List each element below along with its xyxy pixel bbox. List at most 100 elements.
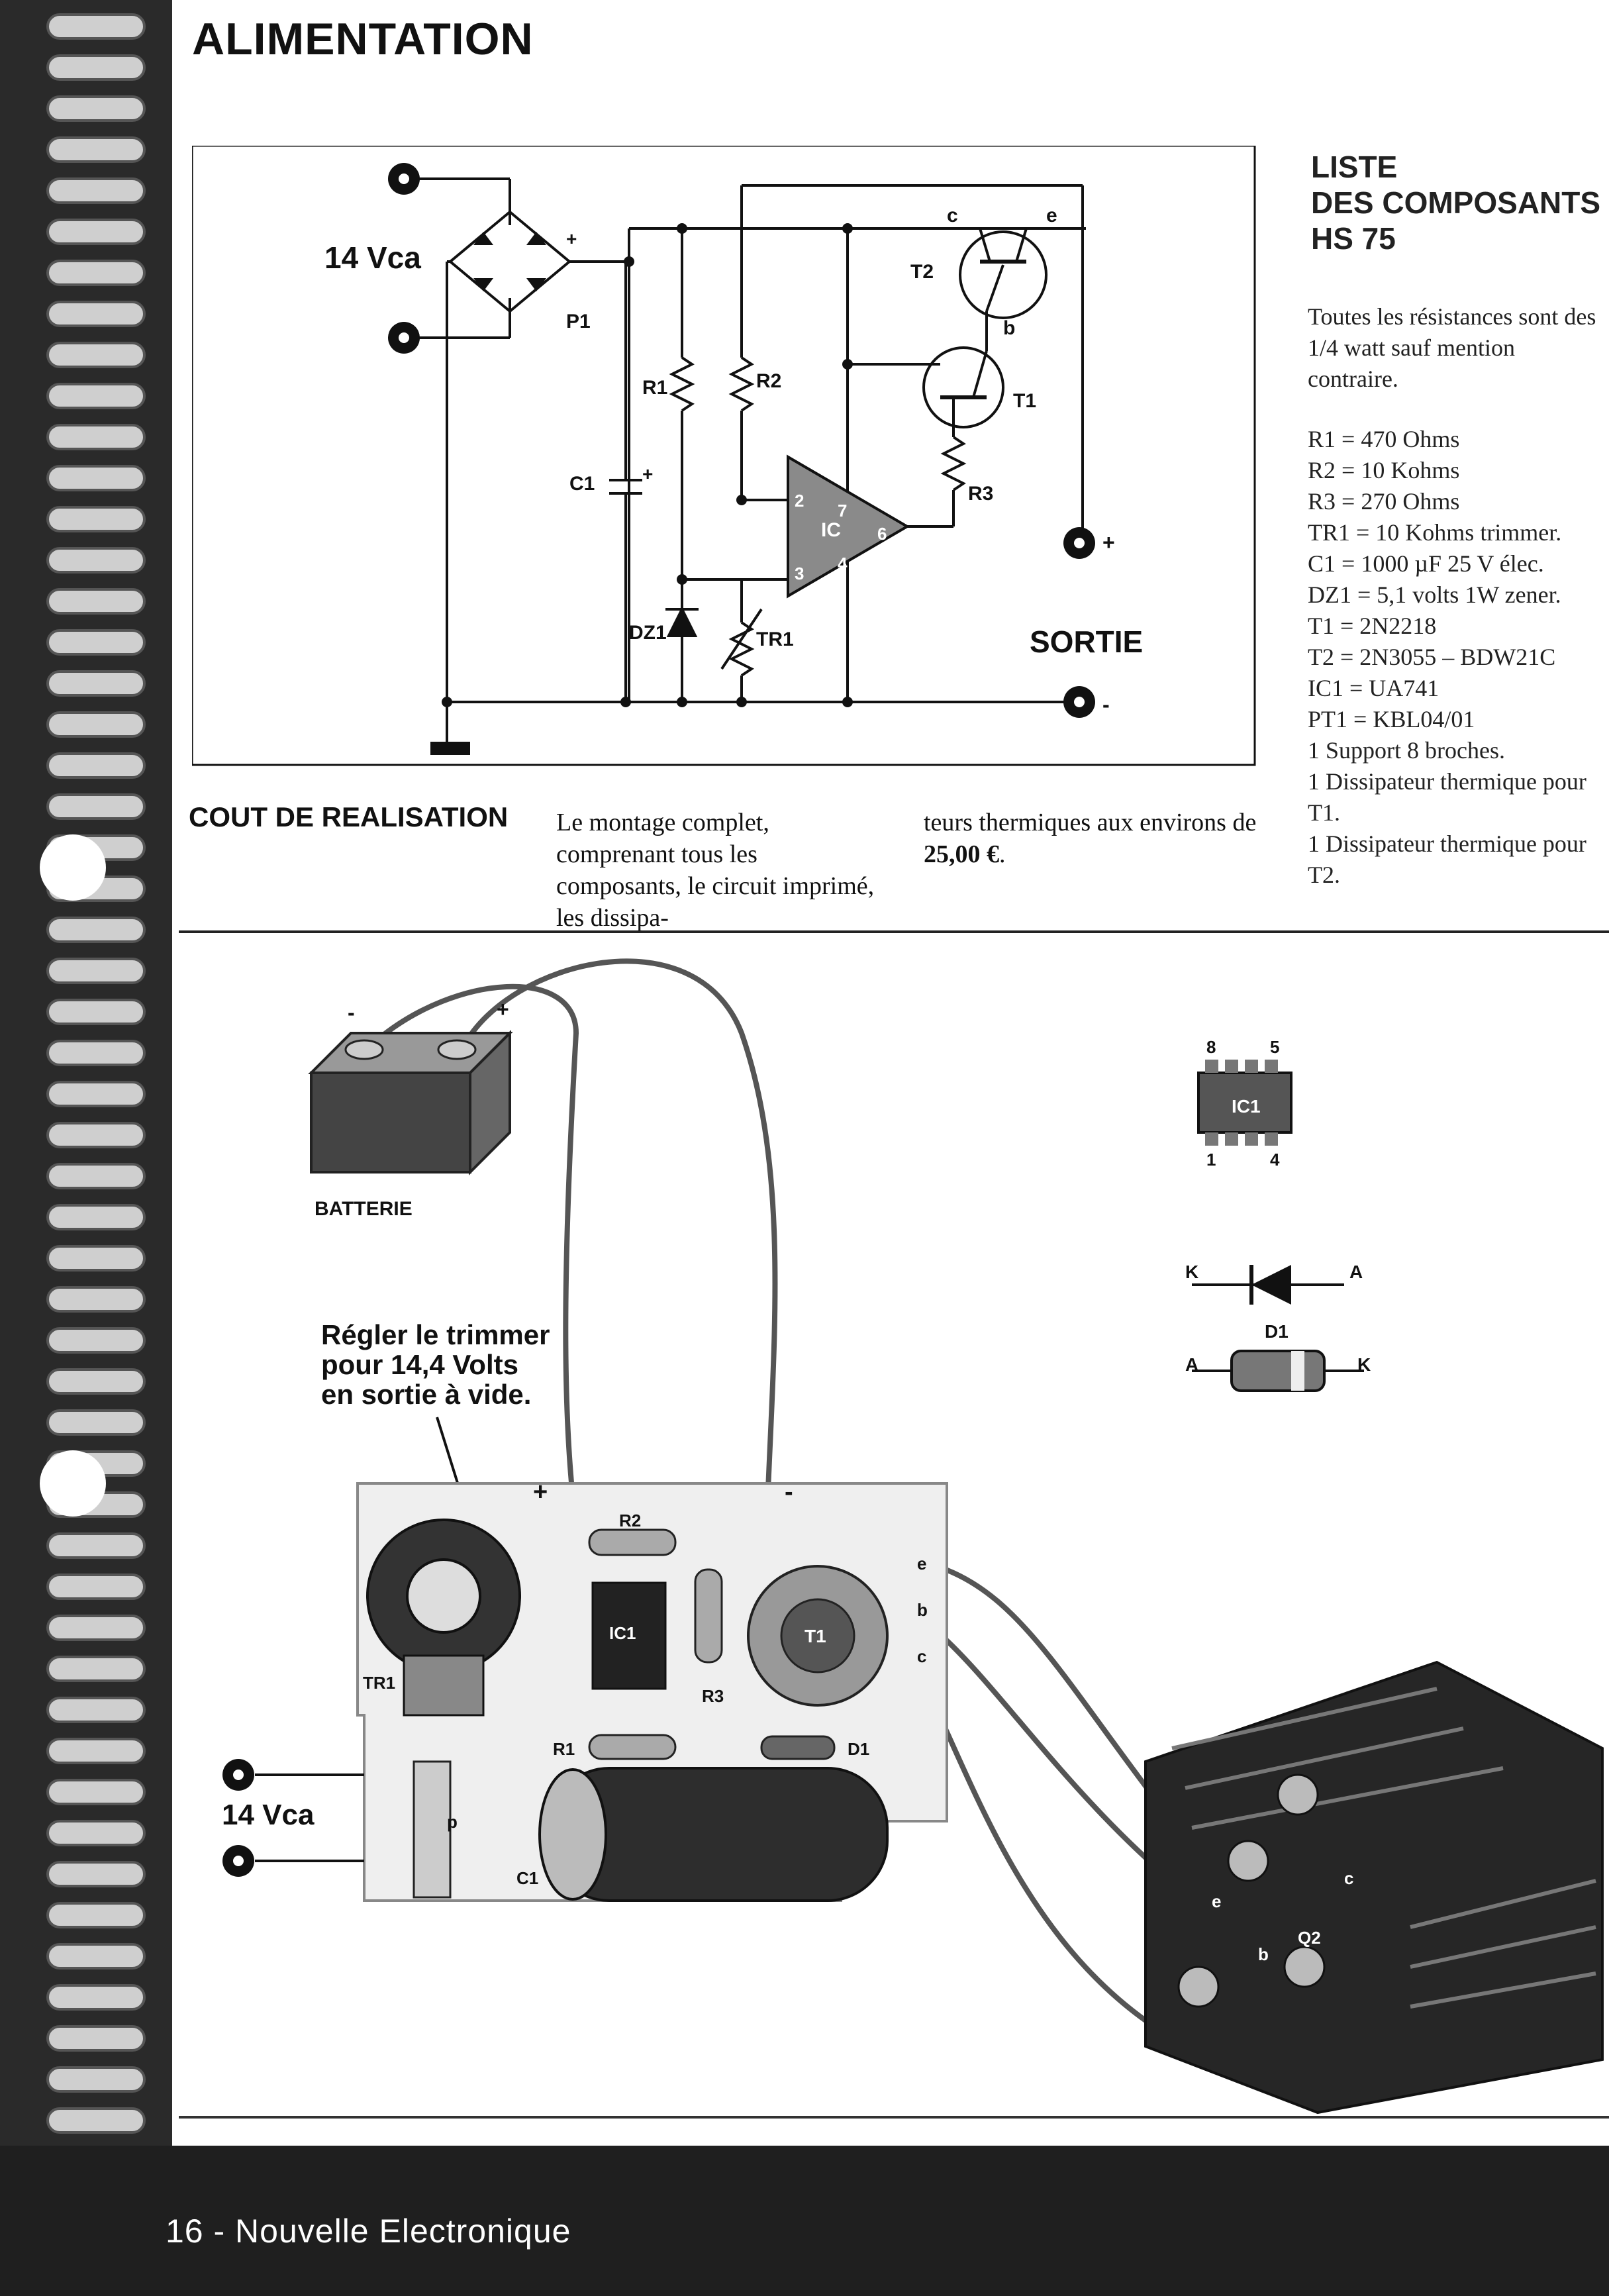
bom-item: TR1 = 10 Kohms trimmer. [1308, 519, 1562, 546]
svg-text:b: b [1258, 1944, 1269, 1964]
binding-ring [46, 1081, 146, 1107]
cost-text-col2: teurs thermiques aux environs de 25,00 €… [924, 809, 1257, 868]
svg-text:b: b [917, 1600, 928, 1620]
binding-ring [46, 1409, 146, 1436]
binding-ring [46, 424, 146, 450]
binding-ring [46, 219, 146, 245]
svg-text:T2: T2 [910, 261, 934, 283]
binding-ring [46, 1615, 146, 1641]
svg-text:D1: D1 [1265, 1321, 1289, 1342]
binding-ring [46, 465, 146, 491]
svg-text:e: e [1046, 205, 1057, 226]
svg-text:A: A [1185, 1354, 1198, 1375]
binding-ring [46, 1204, 146, 1230]
binding-ring [46, 301, 146, 327]
svg-text:b: b [1003, 317, 1015, 339]
binding-ring [46, 1573, 146, 1600]
binding-ring [46, 1697, 146, 1723]
binding-ring [46, 1738, 146, 1764]
svg-text:IC1: IC1 [609, 1623, 636, 1643]
bom-item: T2 = 2N3055 – BDW21C [1308, 644, 1556, 670]
binding-ring [46, 1902, 146, 1928]
svg-text:p: p [447, 1812, 458, 1832]
svg-text:7: 7 [838, 501, 847, 521]
binding-ring [46, 260, 146, 286]
svg-text:+: + [566, 228, 577, 249]
svg-text:IC1: IC1 [1232, 1096, 1261, 1117]
svg-text:C1: C1 [569, 473, 595, 495]
input-voltage-label: 14 Vca [324, 240, 421, 275]
binding-ring [46, 670, 146, 697]
binding-ring [46, 1861, 146, 1887]
svg-text:+: + [497, 997, 509, 1021]
bom-item: R3 = 270 Ohms [1308, 488, 1460, 515]
binding-ring [46, 1532, 146, 1559]
page-title: ALIMENTATION [192, 14, 534, 64]
battery-label: BATTERIE [315, 1198, 413, 1220]
section-divider [179, 930, 1609, 933]
frame-bottom-rule [179, 2116, 1609, 2119]
svg-text:1: 1 [1206, 1150, 1216, 1170]
svg-text:e: e [917, 1554, 926, 1573]
bom-item: C1 = 1000 µF 25 V élec. [1308, 550, 1544, 577]
binding-ring [46, 1820, 146, 1846]
bom-item: R1 = 470 Ohms [1308, 426, 1460, 452]
battery [308, 1030, 513, 1175]
price: 25,00 € [924, 840, 999, 868]
binding-ring [46, 1368, 146, 1395]
binding-ring [46, 1943, 146, 1970]
punch-hole [40, 834, 106, 901]
svg-text:+: + [1102, 530, 1115, 554]
binding-ring [46, 2066, 146, 2093]
binding-ring [46, 95, 146, 122]
punch-hole [40, 1450, 106, 1517]
svg-text:D1: D1 [848, 1739, 869, 1759]
binding-ring [46, 1163, 146, 1189]
svg-text:Q2: Q2 [1298, 1928, 1321, 1948]
svg-text:-: - [1102, 693, 1110, 717]
binding-ring [46, 1327, 146, 1354]
binding-ring [46, 1656, 146, 1682]
bom-item: 1 Dissipateur thermique pour T2. [1308, 830, 1586, 888]
svg-text:TR1: TR1 [363, 1673, 395, 1693]
svg-text:+: + [642, 464, 653, 484]
svg-text:R3: R3 [968, 483, 993, 505]
svg-text:5: 5 [1270, 1037, 1279, 1057]
svg-text:T1: T1 [1013, 390, 1036, 412]
binding-ring [46, 629, 146, 656]
binding-ring [46, 506, 146, 532]
binding-ring [46, 1984, 146, 2011]
binding-ring [46, 1779, 146, 1805]
binding-ring [46, 958, 146, 984]
circuit-schematic: 14 Vca SORTIE + - + P1 C1 + R1 R2 R3 DZ1… [192, 146, 1256, 766]
svg-text:A: A [1349, 1262, 1363, 1282]
svg-text:-: - [785, 1478, 793, 1506]
svg-text:C1: C1 [516, 1868, 538, 1888]
binding-ring [46, 1245, 146, 1272]
q2-heatsink [1144, 1660, 1604, 2115]
svg-text:DZ1: DZ1 [629, 622, 667, 644]
page-footer: 16 - Nouvelle Electronique [166, 2213, 571, 2250]
binding-ring [46, 2025, 146, 2052]
footer-band [0, 2146, 1609, 2296]
output-label: SORTIE [1030, 624, 1143, 659]
binding-ring [46, 177, 146, 204]
svg-text:c: c [1344, 1868, 1353, 1888]
svg-text:4: 4 [1270, 1150, 1280, 1170]
binding-ring [46, 136, 146, 163]
svg-text:K: K [1185, 1262, 1198, 1282]
svg-text:IC: IC [821, 519, 841, 541]
svg-text:2: 2 [795, 491, 804, 511]
layout-input-label: 14 Vca [222, 1799, 315, 1831]
svg-text:R1: R1 [642, 377, 667, 399]
binding-ring [46, 1122, 146, 1148]
cost-text-col1: Le montage complet, comprenant tous les … [556, 809, 875, 932]
svg-text:T1: T1 [804, 1626, 826, 1646]
binding-ring [46, 752, 146, 779]
bom-item: PT1 = KBL04/01 [1308, 706, 1475, 732]
trimmer-instruction: Régler le trimmer pour 14,4 Volts en sor… [321, 1319, 558, 1410]
binding-ring [46, 547, 146, 574]
svg-text:TR1: TR1 [756, 628, 794, 650]
binding-ring [46, 13, 146, 40]
